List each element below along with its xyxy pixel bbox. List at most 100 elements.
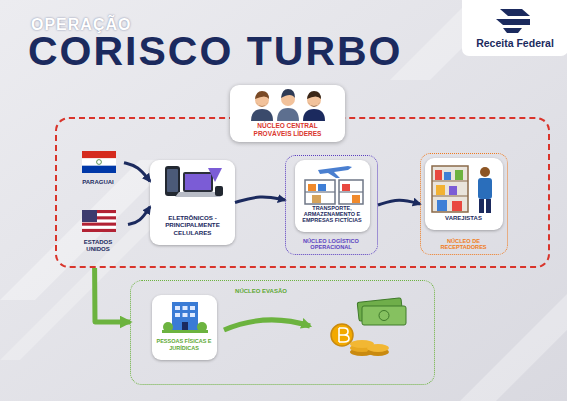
flag-stripe (82, 166, 116, 173)
logo-icon (496, 9, 530, 33)
coin (350, 344, 374, 352)
flow-arrow (95, 268, 130, 322)
leaders-avatars (251, 89, 325, 121)
avatar-head (307, 93, 321, 107)
banknote-seal (379, 311, 389, 321)
group-heading: NÚCLEO EVASÃO (211, 285, 311, 297)
flow-arrow (128, 207, 150, 225)
tree (163, 322, 173, 332)
flag-stripe (82, 151, 116, 158)
process-label: PESSOAS FÍSICAS E JURÍDICAS (154, 333, 215, 357)
door (182, 322, 188, 331)
bitcoin-coin (331, 324, 353, 346)
central-group: NÚCLEO CENTRAL PROVÁVEIS LÍDERESPARAGUAI… (55, 117, 550, 268)
box (318, 184, 326, 191)
flag-canton (82, 210, 97, 222)
connectors (95, 163, 420, 322)
shelf (432, 195, 468, 196)
receivers-group: NÚCLEO DE RECEPTADORES VAREJISTAS (420, 153, 508, 255)
product (444, 172, 451, 180)
process-box: PESSOAS FÍSICAS E JURÍDICAS (152, 295, 217, 360)
avatar-body (251, 109, 273, 121)
process-label: TRANSPORTE, ARMAZENAMENTO E EMPRESAS FIC… (298, 200, 367, 229)
product (449, 186, 457, 195)
flow-arrow (235, 197, 285, 202)
poster-title: CORISCO TURBO (28, 31, 403, 72)
avatar-hair (281, 89, 295, 98)
shelf-frame (339, 180, 363, 204)
background-stripe (460, 294, 567, 401)
product-box: ELETRÔNICOS - PRINCIPALMENTE CELULARES (150, 160, 235, 245)
avatar-hair (255, 91, 269, 99)
shelf (432, 180, 468, 181)
window (183, 306, 188, 310)
coin (367, 344, 389, 352)
window (190, 313, 195, 317)
logo-shape (496, 19, 530, 25)
flag-stripe (82, 223, 116, 226)
electronics-icon (165, 166, 223, 197)
person-leg (486, 199, 491, 213)
tablet (208, 168, 222, 182)
box (312, 195, 321, 203)
grass (162, 330, 208, 333)
logo-shape (503, 28, 522, 33)
box (342, 184, 350, 191)
logo-panel (462, 0, 567, 56)
retail-icon (432, 166, 492, 213)
coin (350, 340, 374, 348)
flow-arrow (124, 163, 150, 182)
group-label: NÚCLEO LOGÍSTICO OPERACIONAL (288, 236, 374, 252)
person-leg (479, 199, 484, 213)
country-label: ESTADOS UNIDOS (76, 237, 120, 255)
shelf (305, 191, 335, 192)
process-label: VAREJISTAS (427, 212, 501, 226)
box (352, 195, 360, 203)
origin-country: PARAGUAI (72, 148, 124, 190)
origin-country: ESTADOS UNIDOS (68, 207, 128, 257)
banknote (362, 306, 406, 325)
laptop-screen (183, 172, 213, 192)
flag-stripe (82, 216, 116, 219)
group-label: NÚCLEO DE RECEPTADORES (433, 236, 494, 252)
flow-arrow (378, 200, 420, 205)
shelf-frame (305, 180, 335, 204)
transport-icon (305, 166, 363, 204)
flag-field (82, 210, 116, 232)
box (308, 184, 316, 191)
process-box: TRANSPORTE, ARMAZENAMENTO E EMPRESAS FIC… (295, 160, 370, 232)
window (175, 313, 180, 317)
person-head (480, 167, 490, 177)
laptop-display (185, 174, 211, 190)
tree (197, 322, 207, 332)
phone (165, 166, 180, 196)
window (183, 313, 188, 317)
coin (350, 348, 374, 356)
logo-shape (500, 9, 530, 16)
building (172, 302, 198, 331)
window (175, 306, 180, 310)
phone-screen (167, 169, 178, 192)
banknote (357, 298, 403, 321)
product-label: ELETRÔNICOS - PRINCIPALMENTE CELULARES (154, 208, 231, 242)
store-shelf (432, 166, 468, 212)
leaders-card: NÚCLEO CENTRAL PROVÁVEIS LÍDERES (230, 85, 345, 142)
building-icon (162, 302, 208, 333)
country-label: PARAGUAI (72, 176, 124, 188)
product (452, 201, 462, 211)
avatar-head (281, 92, 295, 106)
window (190, 306, 195, 310)
coin (367, 348, 389, 356)
operation-kicker: OPERAÇÃO (31, 15, 231, 35)
bitcoin-symbol (339, 328, 349, 342)
product (436, 185, 445, 195)
logistics-group: NÚCLEO LOGÍSTICO OPERACIONAL TRANSPORTE, … (285, 155, 378, 255)
watch (215, 186, 223, 196)
flag-stripe (82, 229, 116, 232)
laptop-base (175, 192, 221, 197)
money-icon (331, 298, 406, 356)
product (435, 170, 442, 180)
